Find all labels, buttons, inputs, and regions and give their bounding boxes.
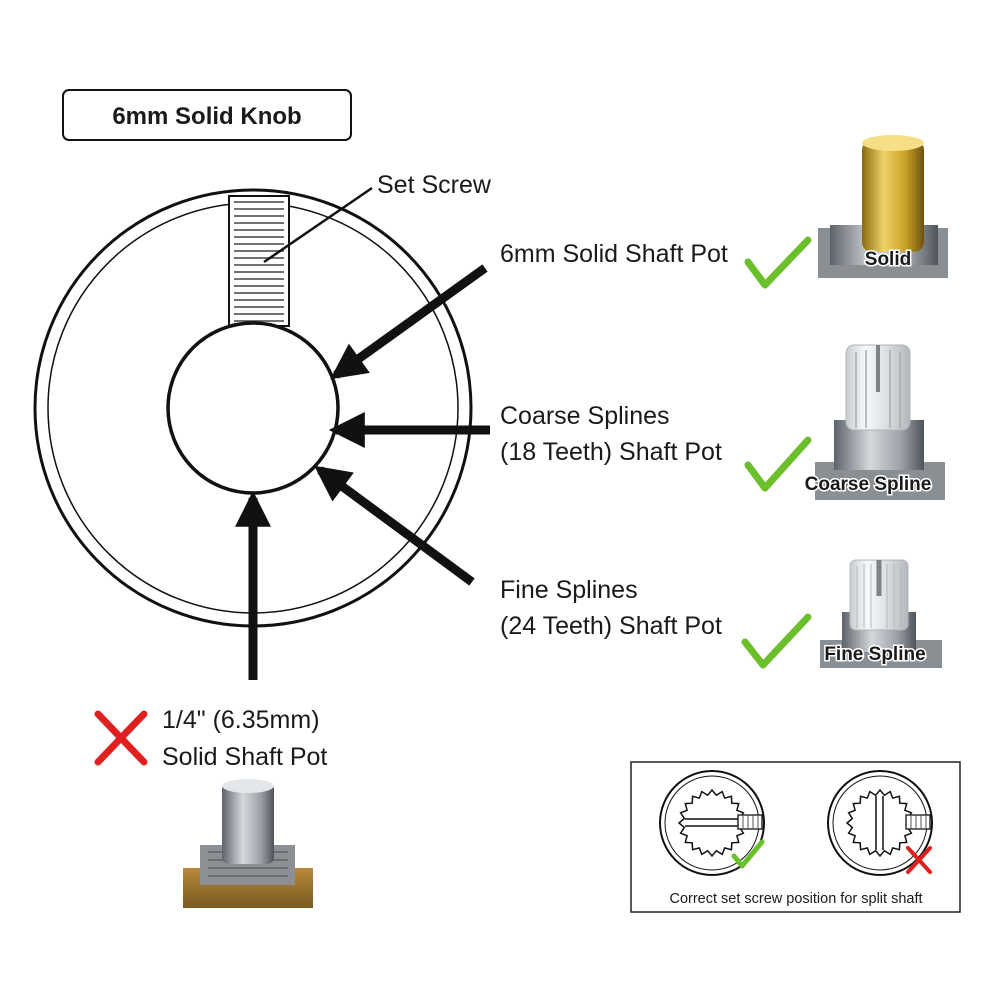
fine-spline-label-line1: Fine Splines [500,576,638,604]
coarse-spline-label-line1: Coarse Splines [500,402,670,430]
cross-icon [906,846,932,874]
fine-spline-photo: Fine Spline [820,559,942,668]
fine-spline-ridges [856,564,902,628]
arrow-solid-shaft [330,264,488,380]
inset-incorrect-screw [905,814,931,830]
set-screw-threads [234,201,284,322]
set-screw-graphic [228,195,290,327]
cross-icon [94,710,148,766]
check-icon [744,236,812,289]
set-screw-position-inset: Correct set screw position for split sha… [630,761,961,913]
quarter-inch-shaft-photo [183,779,313,908]
solid-shaft-top [862,135,924,151]
coarse-photo-caption: Coarse Spline [805,474,932,495]
shaft-hole [166,321,340,495]
inset-incorrect-knob [827,770,933,876]
solid-shaft-label: 6mm Solid Shaft Pot [500,240,728,268]
inset-correct-screw [737,814,763,830]
set-screw-leader [263,186,373,264]
quarter-inch-label-line1: 1/4" (6.35mm) [162,706,320,734]
quarter-steel-shaft [222,782,274,864]
check-marks [741,236,812,669]
coarse-spline-ridges [855,350,901,428]
quarter-inch-label-line2: Solid Shaft Pot [162,743,327,771]
coarse-spline-label-line2: (18 Teeth) Shaft Pot [500,438,722,466]
solid-shaft-photo: Solid [818,135,948,278]
arrow-fine-spline [314,465,475,586]
check-icon [744,436,812,492]
title-text: 6mm Solid Knob [112,103,301,130]
title-frame [62,89,352,141]
set-screw-label: Set Screw [377,171,492,199]
inset-correct-knob [659,770,765,876]
coarse-spline-photo: Coarse Spline [803,344,945,500]
set-screw-body [228,195,290,327]
fine-photo-caption: Fine Spline [824,644,925,665]
arrows [235,264,490,680]
check-icon [741,613,812,669]
solid-brass-shaft [862,140,924,252]
solid-photo-caption: Solid [865,249,911,270]
fine-spline-label-line2: (24 Teeth) Shaft Pot [500,612,722,640]
knob-cross-section [33,188,473,628]
title-box: 6mm Solid Knob [62,89,352,141]
inset-incorrect-spline [845,788,915,858]
check-icon [731,839,765,869]
inset-caption: Correct set screw position for split sha… [669,891,922,907]
quarter-shaft-top [222,779,274,793]
inset-correct-spline [677,788,747,858]
